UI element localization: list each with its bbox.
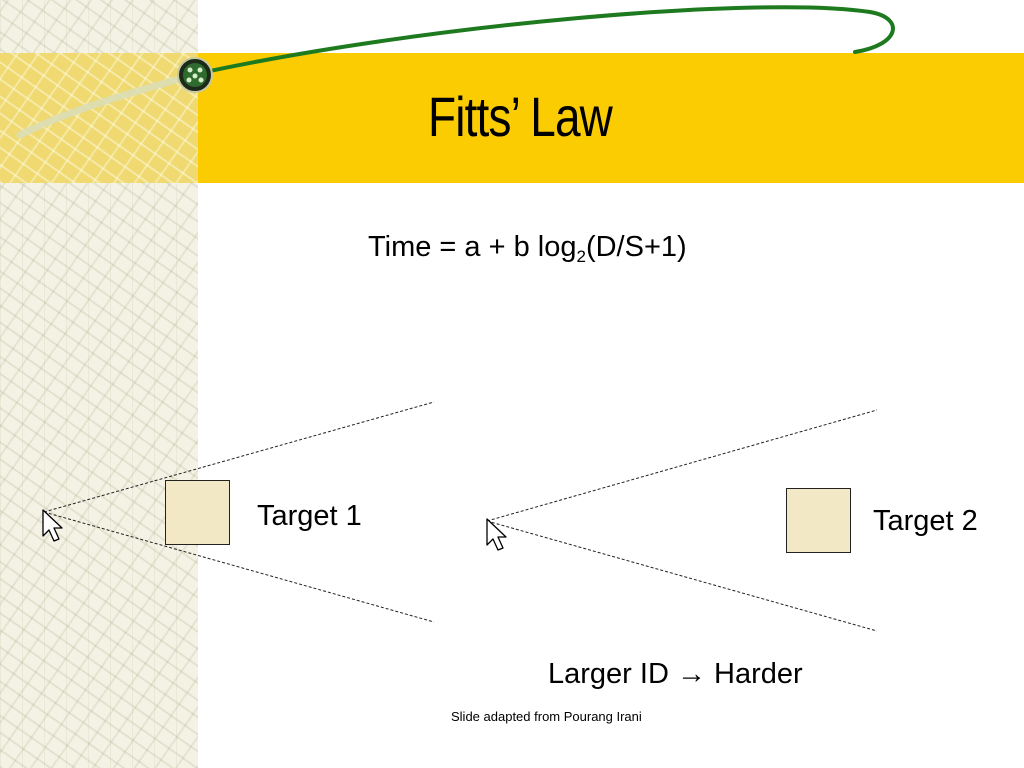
target-2-label: Target 2 [873,505,978,537]
target-1-box [165,480,230,545]
credit-text: Slide adapted from Pourang Irani [451,709,642,724]
logo-swoosh [16,5,895,139]
formula-suffix: (D/S+1) [585,231,687,263]
decorative-pattern-band [0,53,198,183]
target-2-box [786,488,851,553]
mouse-cursor-icon [42,509,63,542]
target-1-label: Target 1 [257,500,362,532]
mouse-cursor-icon [486,518,507,551]
slide-title: Fitts’ Law [427,85,613,148]
sightline-1-lower [43,511,435,623]
logo-orb-icon [177,57,213,93]
conclusion-text: Larger ID → Harder [548,658,803,690]
sightline-2-lower [486,520,878,632]
formula-prefix: Time = a + b log [368,231,577,263]
fitts-formula: Time = a + b log2(D/S+1) [368,231,687,266]
sightline-1-upper [43,401,435,513]
sightline-2-upper [486,409,878,522]
formula-subscript: 2 [576,247,586,266]
